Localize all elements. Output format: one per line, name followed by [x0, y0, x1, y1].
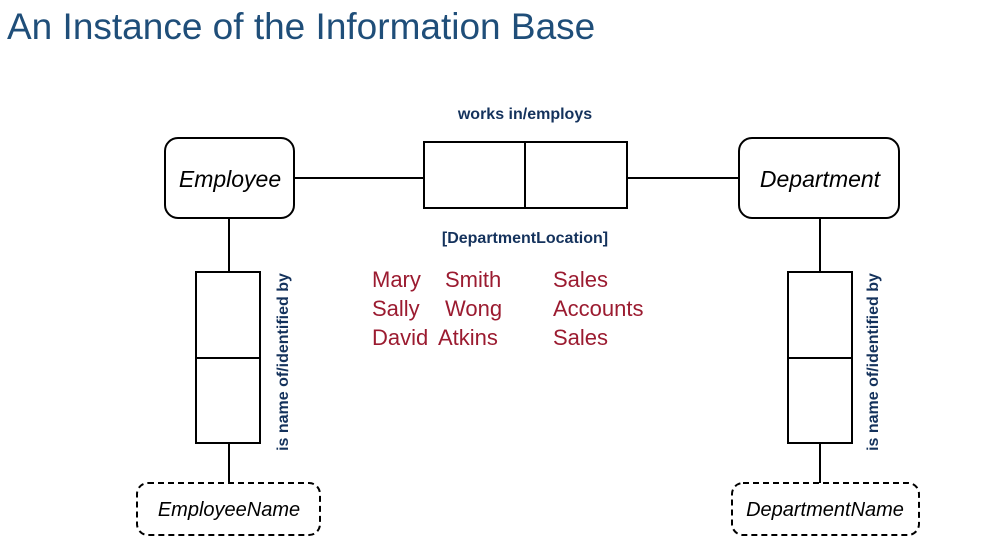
- population-row: Mary Smith Sales: [372, 267, 608, 292]
- department-name-reading: is name of/identified by: [865, 273, 882, 451]
- works-in-role-2: [524, 141, 628, 209]
- population-department: Accounts: [553, 296, 644, 321]
- works-in-reading: works in/employs: [457, 106, 592, 123]
- employee-name-reading: is name of/identified by: [275, 273, 292, 451]
- population-department: Sales: [553, 325, 608, 350]
- department-entity[interactable]: Department: [738, 137, 900, 219]
- employee-name-fact-type[interactable]: [195, 271, 261, 444]
- employee-name-value-type[interactable]: EmployeeName: [136, 482, 321, 536]
- population-table: Mary Smith Sales Sally Wong Accounts Dav…: [372, 267, 644, 350]
- population-row: Sally Wong Accounts: [372, 296, 644, 321]
- employee-name-role-2: [195, 357, 261, 444]
- population-first-name: Sally: [372, 296, 420, 321]
- population-department: Sales: [553, 267, 608, 292]
- department-name-role-2: [787, 357, 853, 444]
- population-first-name: Mary: [372, 267, 421, 292]
- population-last-name: Atkins: [438, 325, 498, 350]
- population-first-name: David: [372, 325, 428, 350]
- employee-name-role-1: [195, 271, 261, 359]
- population-last-name: Wong: [445, 296, 502, 321]
- employee-entity[interactable]: Employee: [164, 137, 295, 219]
- works-in-fact-type[interactable]: [423, 141, 628, 209]
- department-name-role-1: [787, 271, 853, 359]
- department-location-name: [DepartmentLocation]: [442, 230, 608, 247]
- population-last-name: Smith: [445, 267, 501, 292]
- department-name-fact-type[interactable]: [787, 271, 853, 444]
- department-name-value-label: DepartmentName: [746, 499, 904, 521]
- page-title: An Instance of the Information Base: [7, 6, 596, 47]
- works-in-role-1: [423, 141, 526, 209]
- employee-entity-label: Employee: [179, 166, 281, 192]
- department-entity-label: Department: [760, 166, 882, 192]
- employee-name-value-label: EmployeeName: [158, 499, 300, 521]
- department-name-value-type[interactable]: DepartmentName: [731, 482, 920, 536]
- population-row: David Atkins Sales: [372, 325, 608, 350]
